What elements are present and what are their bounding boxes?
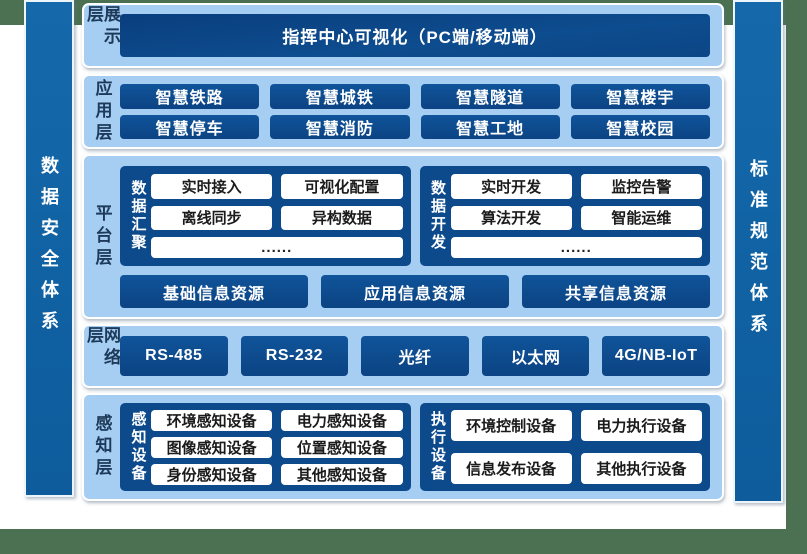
platform-layer-label: 平台层 bbox=[92, 203, 112, 270]
sensing-devices-title: 感知设备 bbox=[129, 411, 147, 483]
display-layer-label: 展示层 bbox=[84, 5, 120, 49]
app-box-smart-metro: 智慧城铁 bbox=[270, 84, 410, 109]
sensing-devices-grid: 环境感知设备 电力感知设备 图像感知设备 位置感知设备 身份感知设备 其他感知设… bbox=[151, 410, 403, 485]
display-layer-label-strip: 展示层 bbox=[84, 5, 120, 66]
network-layer-label-strip: 网络层 bbox=[84, 326, 120, 386]
sensing-box-other: 其他感知设备 bbox=[281, 464, 403, 485]
execution-devices-panel: 执行设备 环境控制设备 电力执行设备 信息发布设备 其他执行设备 bbox=[419, 403, 710, 491]
execution-devices-grid: 环境控制设备 电力执行设备 信息发布设备 其他执行设备 bbox=[450, 410, 702, 484]
dev-box-algorithm-dev: 算法开发 bbox=[450, 205, 572, 231]
display-layer-body: 指挥中心可视化（PC端/移动端） bbox=[120, 5, 722, 66]
platform-layer-label-strip: 平台层 bbox=[84, 156, 120, 317]
platform-layer-row: 平台层 数据汇聚 实时接入 可视化配置 离线同步 异构数据 ...... bbox=[82, 154, 724, 319]
data-aggregation-title: 数据汇聚 bbox=[129, 180, 147, 252]
network-box-rs232: RS-232 bbox=[240, 336, 349, 376]
resource-box-application-info: 应用信息资源 bbox=[321, 275, 509, 308]
network-layer-row: 网络层 RS-485 RS-232 光纤 以太网 4G/NB-IoT bbox=[82, 324, 724, 388]
application-layer-label-strip: 应用层 bbox=[84, 76, 120, 147]
sensing-box-location: 位置感知设备 bbox=[281, 437, 403, 458]
app-box-smart-railway: 智慧铁路 bbox=[120, 84, 260, 109]
platform-layer-body: 数据汇聚 实时接入 可视化配置 离线同步 异构数据 ...... 数据开发 bbox=[120, 156, 722, 317]
layer-stack: 展示层 指挥中心可视化（PC端/移动端） 应用层 智慧铁路 智慧城铁 智慧隧道 … bbox=[82, 3, 724, 501]
agg-box-more: ...... bbox=[151, 237, 403, 258]
sensing-devices-panel: 感知设备 环境感知设备 电力感知设备 图像感知设备 位置感知设备 身份感知设备 … bbox=[120, 403, 411, 491]
execution-box-environment-control: 环境控制设备 bbox=[450, 410, 572, 441]
information-resources-row: 基础信息资源 应用信息资源 共享信息资源 bbox=[120, 275, 710, 308]
network-box-rs485: RS-485 bbox=[120, 336, 228, 376]
data-security-sidebar: 数据安全体系 bbox=[24, 0, 74, 497]
sensing-devices-title-strip: 感知设备 bbox=[125, 410, 151, 484]
application-layer-row: 应用层 智慧铁路 智慧城铁 智慧隧道 智慧楼宇 智慧停车 智慧消防 智慧工地 智… bbox=[82, 74, 724, 149]
app-box-smart-construction: 智慧工地 bbox=[420, 114, 560, 139]
sensing-box-image: 图像感知设备 bbox=[151, 437, 273, 458]
agg-box-heterogeneous-data: 异构数据 bbox=[281, 205, 403, 231]
sensing-box-identity: 身份感知设备 bbox=[151, 464, 273, 485]
network-layer-body: RS-485 RS-232 光纤 以太网 4G/NB-IoT bbox=[120, 326, 722, 386]
resource-box-basic-info: 基础信息资源 bbox=[120, 275, 308, 308]
data-development-title-strip: 数据开发 bbox=[425, 174, 451, 258]
network-box-4g-nbiot: 4G/NB-IoT bbox=[602, 336, 710, 376]
standards-sidebar-label: 标准规范体系 bbox=[748, 158, 768, 345]
standards-sidebar: 标准规范体系 bbox=[733, 0, 783, 503]
sensing-box-power: 电力感知设备 bbox=[281, 410, 403, 431]
platform-panels: 数据汇聚 实时接入 可视化配置 离线同步 异构数据 ...... 数据开发 bbox=[120, 166, 710, 266]
execution-box-power-execution: 电力执行设备 bbox=[580, 410, 702, 441]
network-layer-label: 网络层 bbox=[84, 326, 120, 370]
application-layer-label: 应用层 bbox=[92, 78, 112, 145]
data-development-panel: 数据开发 实时开发 监控告警 算法开发 智能运维 ...... bbox=[419, 166, 710, 266]
data-aggregation-panel: 数据汇聚 实时接入 可视化配置 离线同步 异构数据 ...... bbox=[120, 166, 411, 266]
perception-layer-row: 感知层 感知设备 环境感知设备 电力感知设备 图像感知设备 位置感知设备 身份感… bbox=[82, 393, 724, 501]
agg-box-realtime-access: 实时接入 bbox=[151, 174, 273, 199]
app-box-smart-firefighting: 智慧消防 bbox=[270, 114, 410, 139]
resource-box-shared-info: 共享信息资源 bbox=[522, 275, 710, 308]
dev-box-more: ...... bbox=[450, 237, 702, 258]
app-box-smart-building: 智慧楼宇 bbox=[570, 84, 710, 109]
perception-layer-label-strip: 感知层 bbox=[84, 395, 120, 499]
app-box-smart-tunnel: 智慧隧道 bbox=[420, 84, 560, 109]
data-development-grid: 实时开发 监控告警 算法开发 智能运维 ...... bbox=[450, 174, 702, 258]
command-center-visualization-box: 指挥中心可视化（PC端/移动端） bbox=[120, 14, 710, 57]
data-aggregation-title-strip: 数据汇聚 bbox=[125, 174, 151, 258]
agg-box-offline-sync: 离线同步 bbox=[151, 205, 273, 231]
application-layer-body: 智慧铁路 智慧城铁 智慧隧道 智慧楼宇 智慧停车 智慧消防 智慧工地 智慧校园 bbox=[120, 76, 722, 147]
perception-layer-label: 感知层 bbox=[92, 414, 112, 480]
dev-box-monitoring-alert: 监控告警 bbox=[580, 174, 702, 199]
execution-devices-title: 执行设备 bbox=[429, 411, 446, 483]
execution-devices-title-strip: 执行设备 bbox=[425, 410, 451, 484]
app-box-smart-parking: 智慧停车 bbox=[120, 114, 260, 139]
display-layer-row: 展示层 指挥中心可视化（PC端/移动端） bbox=[82, 3, 724, 68]
network-box-optical-fiber: 光纤 bbox=[361, 336, 469, 376]
dev-box-realtime-dev: 实时开发 bbox=[450, 174, 572, 199]
network-box-ethernet: 以太网 bbox=[481, 336, 590, 376]
data-aggregation-grid: 实时接入 可视化配置 离线同步 异构数据 ...... bbox=[151, 174, 403, 258]
sensing-box-environment: 环境感知设备 bbox=[151, 410, 273, 431]
execution-box-info-publishing: 信息发布设备 bbox=[450, 453, 572, 484]
dev-box-intelligent-ops: 智能运维 bbox=[580, 205, 702, 231]
app-box-smart-campus: 智慧校园 bbox=[570, 114, 710, 139]
perception-layer-body: 感知设备 环境感知设备 电力感知设备 图像感知设备 位置感知设备 身份感知设备 … bbox=[120, 395, 722, 499]
agg-box-visual-config: 可视化配置 bbox=[281, 174, 403, 199]
data-security-sidebar-label: 数据安全体系 bbox=[39, 155, 59, 342]
data-development-title: 数据开发 bbox=[429, 180, 446, 252]
execution-box-other-execution: 其他执行设备 bbox=[580, 453, 702, 484]
